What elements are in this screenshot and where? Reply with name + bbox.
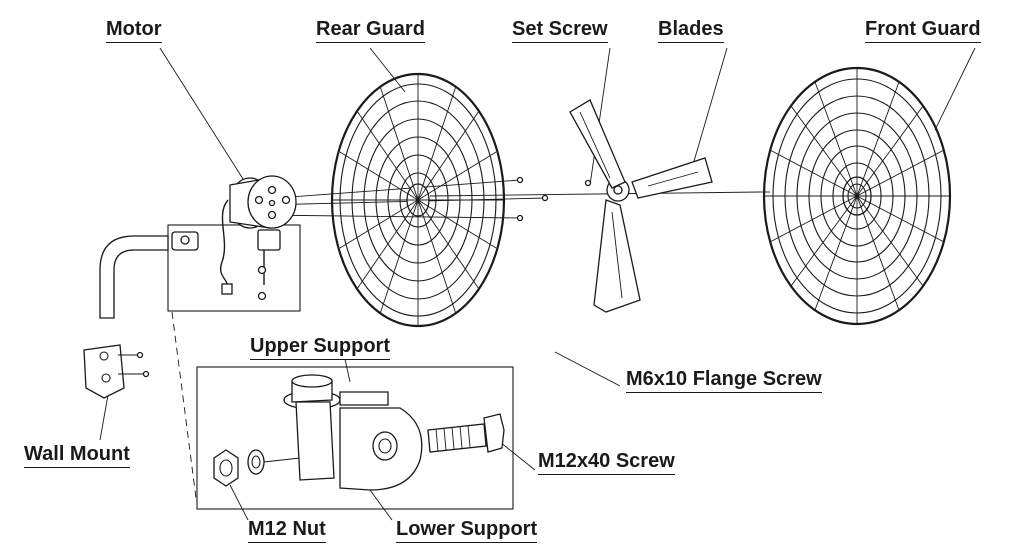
leader-lines bbox=[99, 47, 976, 521]
flange-screw-label: M6x10 Flange Screw bbox=[626, 368, 822, 393]
m12-nut-label: M12 Nut bbox=[248, 518, 326, 543]
blades-label: Blades bbox=[658, 18, 724, 43]
support-detail-box bbox=[196, 366, 514, 510]
front-guard-label: Front Guard bbox=[865, 18, 981, 43]
upper-support-label: Upper Support bbox=[250, 335, 390, 360]
blades-part bbox=[569, 99, 713, 313]
front-guard-part bbox=[762, 66, 952, 326]
motor-part bbox=[229, 175, 297, 229]
wall-mount-label: Wall Mount bbox=[24, 443, 130, 468]
rear-guard-screws bbox=[516, 176, 549, 222]
m12x40-screw-label: M12x40 Screw bbox=[538, 450, 675, 475]
motor-label: Motor bbox=[106, 18, 162, 43]
lower-support-label: Lower Support bbox=[396, 518, 538, 543]
rear-guard-label: Rear Guard bbox=[316, 18, 425, 43]
wall-mount-assembly bbox=[83, 235, 169, 399]
rear-guard-part bbox=[330, 72, 506, 328]
set-screw-label: Set Screw bbox=[512, 18, 608, 43]
motor-bracket-box bbox=[167, 199, 301, 312]
detail-callout-line bbox=[171, 311, 197, 499]
